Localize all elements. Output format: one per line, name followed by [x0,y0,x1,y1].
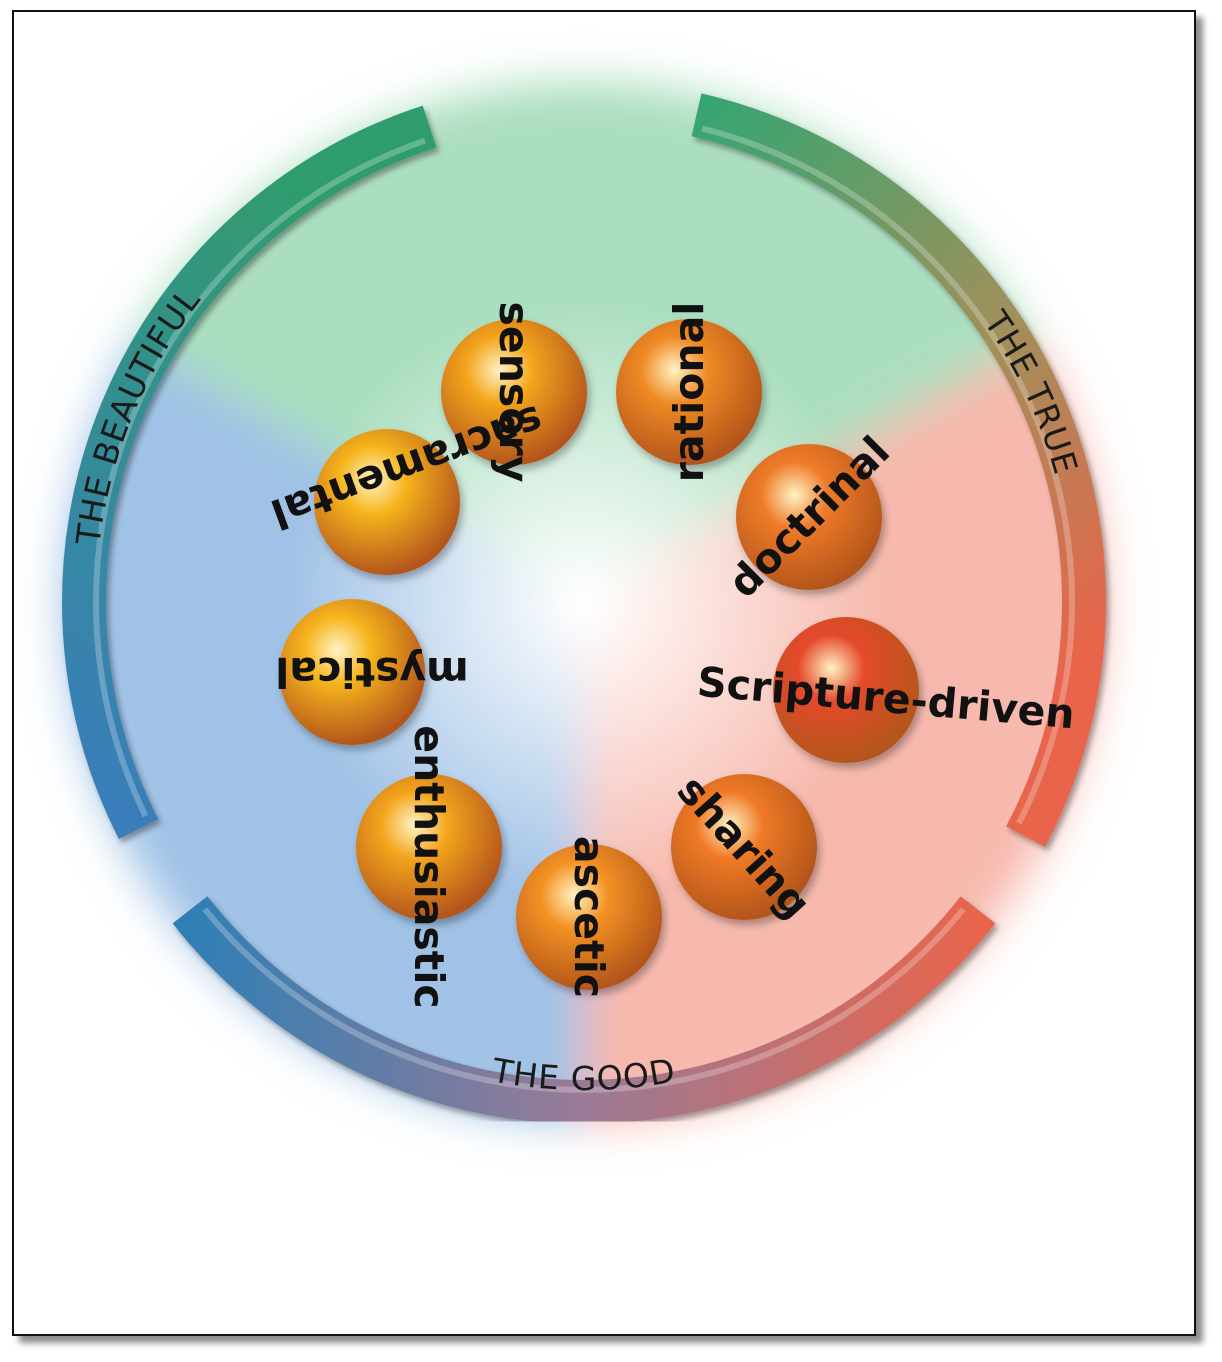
outer-arcs [62,93,1106,1124]
style-ball-enthusiastic: enthusiastic [356,725,502,1009]
style-ball-rational: rational [616,302,762,483]
arc-highlight-good [202,907,966,1093]
ball-label: mystical [275,648,469,696]
ball-label: enthusiastic [405,725,453,1008]
style-ball-ascetic: ascetic [516,836,662,998]
ball-circle [616,319,762,465]
ball-circle [356,774,502,920]
ball-circle [671,774,817,920]
ball-circle [279,599,425,745]
ball-circle [314,429,460,575]
ball-circle [441,319,587,465]
ball-label: sensory [490,302,538,483]
arc-true [691,93,1106,848]
ball-label: ascetic [565,836,613,998]
arc-good [172,896,996,1124]
arc-highlight-beautiful [93,137,427,818]
style-ball-sensory: sensory [441,302,587,483]
style-ball-mystical: mystical [275,599,469,745]
arc-highlight-true [701,125,1075,825]
ball-circle [736,444,882,590]
arc-beautiful [62,105,437,839]
ball-label: rational [665,302,713,483]
ball-circle [773,617,919,763]
ball-circle [516,844,662,990]
